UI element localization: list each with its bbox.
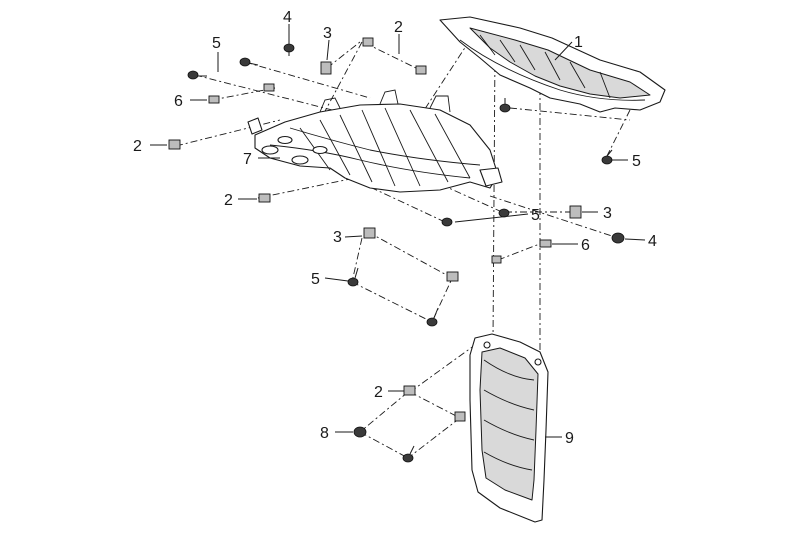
fasteners [187, 43, 625, 463]
callout-5-top-left: 5 [212, 35, 221, 52]
callout-1: 1 [574, 34, 583, 51]
screw-5-mid-a [441, 217, 453, 227]
screw-4-top [283, 43, 295, 56]
callout-5-mid: 5 [531, 207, 540, 224]
callout-6-left: 6 [174, 93, 183, 110]
clip-2-left-lower [258, 193, 271, 203]
part-9-mud-flap [469, 333, 549, 523]
callout-2-top: 2 [394, 19, 403, 36]
callouts: 1 2 2 2 2 3 3 3 4 4 5 5 5 5 6 6 7 8 9 [133, 9, 657, 447]
clip-2-flap-b [454, 411, 466, 422]
clip-6-mid [491, 255, 502, 264]
clip-3-right [569, 205, 582, 219]
screw-5-top-left-b [239, 57, 259, 67]
part-7-inner-guard [247, 89, 503, 193]
callout-2-lower-left: 2 [224, 192, 233, 209]
screw-4-right [611, 232, 625, 244]
part-1-upper-cover [439, 16, 666, 113]
clip-2-top-right [415, 65, 427, 75]
screw-5-lower-left [347, 267, 359, 287]
clip-3-top [320, 61, 332, 75]
clip-3-mid [363, 227, 376, 239]
clips [168, 37, 582, 422]
callout-3-right: 3 [603, 205, 612, 222]
callout-7: 7 [243, 151, 252, 168]
clip-2-top [362, 37, 374, 47]
screw-5-lower-center [426, 307, 439, 327]
screw-8-flap-b [402, 445, 415, 463]
callout-4-top: 4 [283, 9, 292, 26]
assembly-lines [175, 39, 631, 459]
callout-2-flap: 2 [374, 384, 383, 401]
clip-3-mid-b [446, 271, 459, 282]
callout-3-top: 3 [323, 25, 332, 42]
screw-5-top-left-a [187, 70, 207, 80]
screw-5-right-cover [499, 98, 511, 113]
screw-8-flap-a [353, 426, 367, 438]
clip-2-left [168, 139, 181, 150]
callout-4-right: 4 [648, 233, 657, 250]
callout-3-mid: 3 [333, 229, 342, 246]
screw-5-right-lower [601, 149, 613, 165]
callout-8: 8 [320, 425, 329, 442]
clip-6-right [539, 239, 552, 248]
callout-leaders [150, 24, 646, 438]
callout-2-left: 2 [133, 138, 142, 155]
clip-6-left [208, 95, 220, 104]
callout-6-right: 6 [581, 237, 590, 254]
callout-5-lower-left: 5 [311, 271, 320, 288]
clip-6-left-b [263, 83, 275, 92]
callout-5-right: 5 [632, 153, 641, 170]
clip-2-flap [403, 385, 416, 396]
callout-9: 9 [565, 430, 574, 447]
